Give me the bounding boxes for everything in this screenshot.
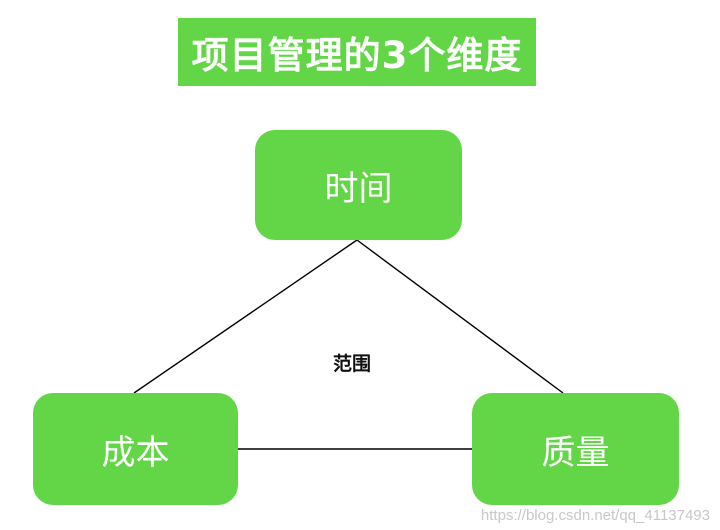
node-quality: 质量 — [472, 393, 679, 505]
node-time: 时间 — [255, 130, 462, 240]
node-cost: 成本 — [33, 393, 238, 505]
link-time-cost — [133, 239, 358, 394]
scope-label: 范围 — [332, 353, 371, 375]
link-time-quality — [356, 239, 564, 394]
diagram-title: 项目管理的3个维度 — [178, 18, 536, 86]
watermark: https://blog.csdn.net/qq_41137493 — [480, 507, 710, 524]
